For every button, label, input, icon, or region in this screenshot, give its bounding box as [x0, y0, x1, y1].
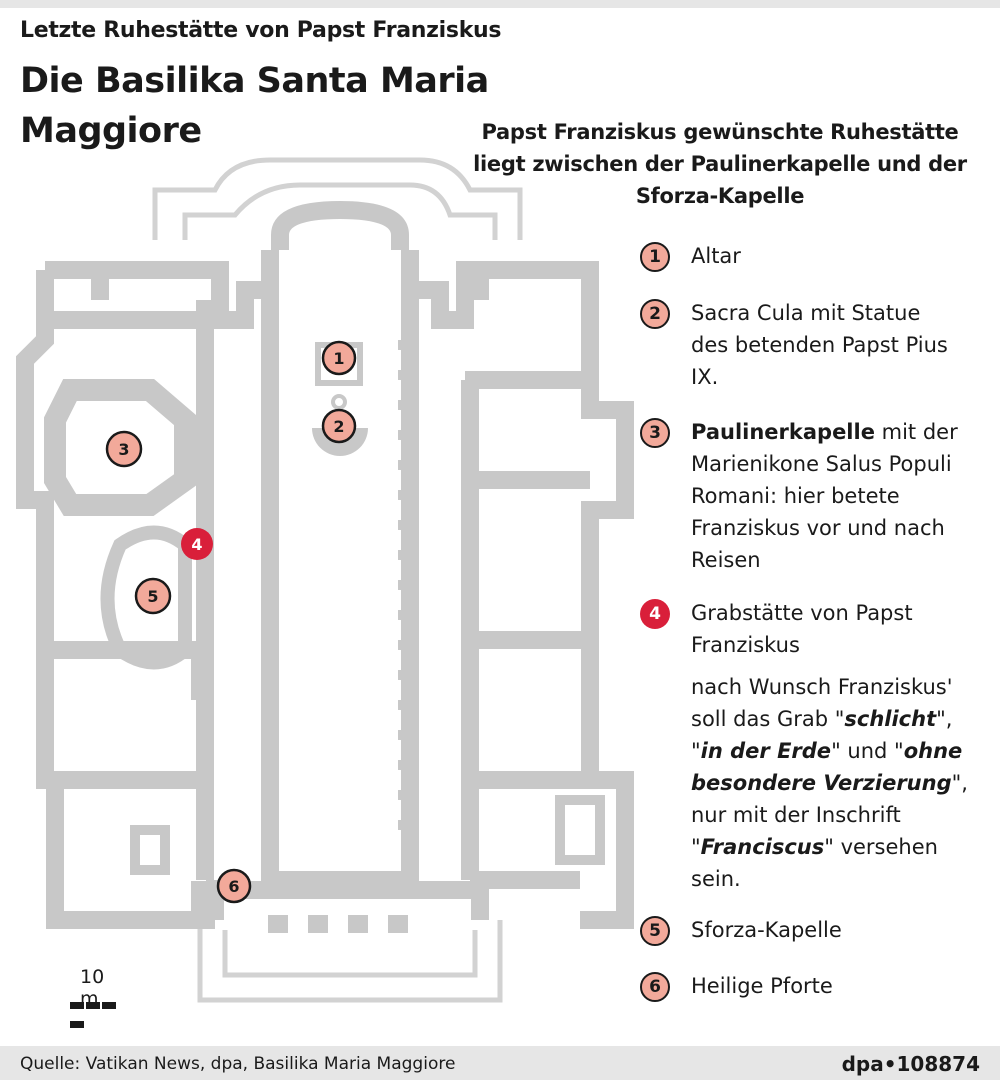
legend-label-4: Grabstätte von Papst Franziskus	[691, 601, 913, 657]
colonnade	[266, 340, 408, 933]
floor-plan: 1 2 3 4 5 6	[16, 157, 634, 1003]
svg-text:1: 1	[333, 349, 344, 368]
legend-badge-4: 4	[640, 599, 670, 629]
main-walls	[16, 200, 634, 929]
sforza-chapel-outline	[100, 525, 192, 670]
plan-marker-1: 1	[321, 340, 357, 376]
legend-label-5: Sforza-Kapelle	[691, 918, 842, 942]
footer: Quelle: Vatikan News, dpa, Basilika Mari…	[0, 1046, 1000, 1080]
legend-label-3: Paulinerkapelle mit der Marienikone Salu…	[691, 416, 981, 576]
confessio-marker	[331, 394, 347, 410]
svg-text:3: 3	[118, 440, 129, 459]
side-room	[130, 825, 170, 875]
legend-badge-6: 6	[640, 972, 670, 1002]
kicker: Letzte Ruhestätte von Papst Franziskus	[20, 18, 502, 43]
credit-text: dpa•108874	[841, 1052, 980, 1076]
legend-badge-1: 1	[640, 242, 670, 272]
svg-text:6: 6	[228, 877, 239, 896]
svg-text:4: 4	[191, 535, 202, 554]
legend-badge-2: 2	[640, 299, 670, 329]
legend-badge-3: 3	[640, 418, 670, 448]
legend-label-6: Heilige Pforte	[691, 974, 833, 998]
source-text: Quelle: Vatikan News, dpa, Basilika Mari…	[20, 1054, 456, 1074]
intro-text: Papst Franziskus gewünschte Ruhestätte l…	[473, 120, 967, 208]
legend-label-2: Sacra Cula mit Statue des betenden Papst…	[691, 301, 948, 389]
side-room-right	[555, 795, 605, 865]
legend-label-3-rest: mit der Marienikone Salus Populi Romani:…	[691, 420, 958, 572]
svg-text:2: 2	[333, 417, 344, 436]
plan-marker-6: 6	[216, 868, 252, 904]
plan-marker-5: 5	[134, 577, 172, 615]
plan-marker-2: 2	[321, 408, 357, 444]
legend-description-4: nach Wunsch Franziskus' soll das Grab "s…	[691, 675, 968, 891]
pauline-chapel-outline	[44, 379, 196, 516]
outer-outline	[152, 157, 523, 1003]
legend-label-3-bold: Paulinerkapelle	[691, 420, 875, 444]
plan-marker-4: 4	[181, 528, 213, 560]
plan-marker-3: 3	[105, 430, 143, 468]
scale-bar-graphic	[70, 994, 132, 1028]
legend-label-1: Altar	[691, 244, 741, 268]
page-title: Die Basilika Santa Maria Maggiore	[20, 61, 489, 151]
svg-text:5: 5	[147, 587, 158, 606]
legend-badge-5: 5	[640, 916, 670, 946]
top-bar	[0, 0, 1000, 8]
